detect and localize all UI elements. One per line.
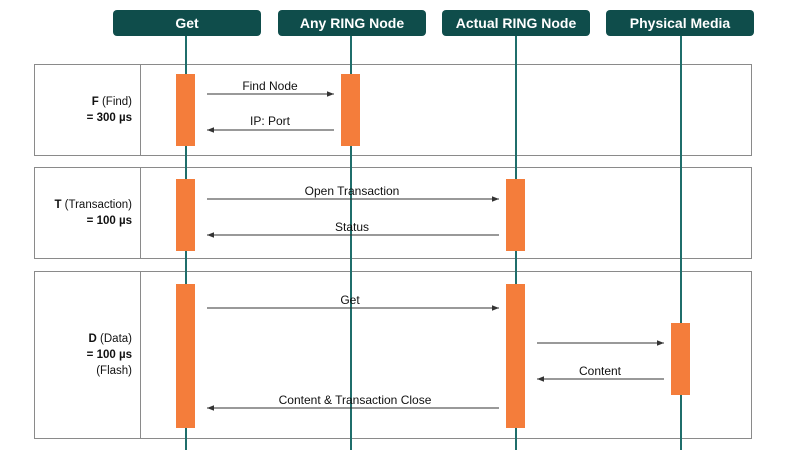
participant-header-get: Get: [113, 10, 261, 36]
message-label-ip-port: IP: Port: [249, 114, 291, 128]
phase-data-label: D (Data) = 100 µs (Flash): [35, 272, 141, 438]
activation-get-find: [176, 74, 195, 146]
participant-name-get: Get: [175, 15, 199, 31]
phase-find-timing: = 300 µs: [86, 112, 132, 124]
participant-name-any-ring-node: Any RING Node: [299, 15, 405, 31]
phase-transaction-timing: = 100 µs: [86, 215, 132, 227]
phase-transaction: T (Transaction) = 100 µs: [34, 167, 752, 259]
participant-header-physical-media: Physical Media: [606, 10, 754, 36]
message-label-status: Status: [334, 220, 370, 234]
participant-name-actual-ring-node: Actual RING Node: [455, 15, 577, 31]
phase-transaction-name: T: [54, 199, 62, 211]
activation-any-ring-node-find: [341, 74, 360, 146]
phase-find-detail: (Find): [101, 96, 132, 108]
message-label-open-transaction: Open Transaction: [304, 184, 400, 198]
phase-data-name: D: [88, 333, 97, 345]
lifeline-any-ring-node: [350, 36, 352, 450]
phase-transaction-detail: (Transaction): [64, 199, 132, 211]
phase-data-detail: (Data): [100, 333, 132, 345]
participant-header-actual-ring-node: Actual RING Node: [442, 10, 590, 36]
activation-actual-ring-node-transaction: [506, 179, 525, 251]
activation-physical-media-data: [671, 323, 690, 395]
participant-header-any-ring-node: Any RING Node: [278, 10, 426, 36]
activation-get-transaction: [176, 179, 195, 251]
message-label-get: Get: [340, 293, 360, 307]
phase-find-name: F: [91, 96, 99, 108]
lifeline-physical-media: [680, 36, 682, 450]
phase-find: F (Find) = 300 µs: [34, 64, 752, 156]
phase-find-label: F (Find) = 300 µs: [35, 65, 141, 155]
activation-get-data: [176, 284, 195, 428]
participant-name-physical-media: Physical Media: [629, 15, 731, 31]
phase-transaction-label: T (Transaction) = 100 µs: [35, 168, 141, 258]
phase-data-note: (Flash): [96, 365, 132, 377]
phase-data: D (Data) = 100 µs (Flash): [34, 271, 752, 439]
message-label-find-node: Find Node: [242, 79, 298, 93]
message-label-content-transaction-close: Content & Transaction Close: [278, 393, 432, 407]
phase-data-timing: = 100 µs: [86, 349, 132, 361]
activation-actual-ring-node-data: [506, 284, 525, 428]
message-label-content: Content: [578, 364, 622, 378]
